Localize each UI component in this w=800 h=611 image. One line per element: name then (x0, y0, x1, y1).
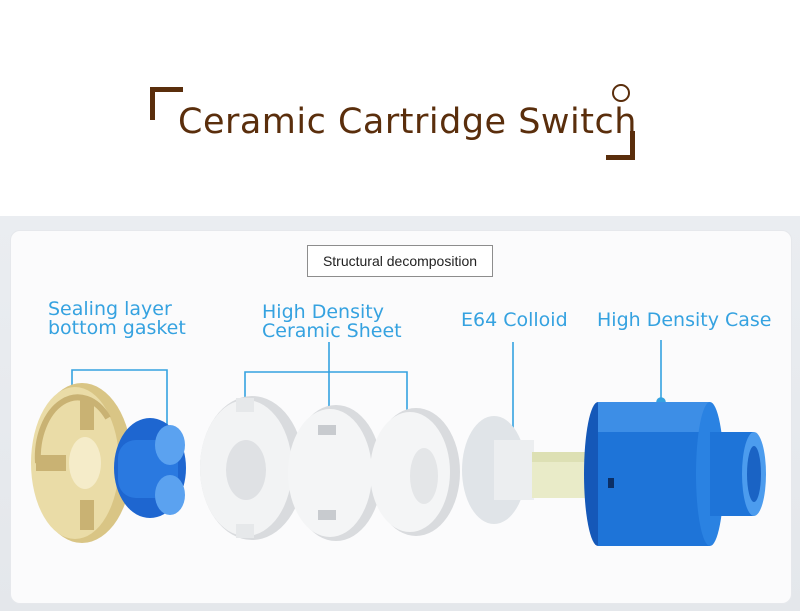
e64-colloid (462, 416, 602, 524)
label-ceramic-sheet: High Density Ceramic Sheet (262, 303, 402, 341)
corner-bracket-bottom-right (606, 131, 635, 160)
ceramic-disc-2 (288, 405, 382, 541)
sealing-gasket (31, 383, 132, 543)
corner-bracket-top-left (150, 87, 183, 120)
label-ceramic-line1: High Density (262, 301, 384, 323)
high-density-case (584, 402, 766, 546)
label-sealing-line2: bottom gasket (48, 317, 186, 339)
ceramic-disc-3 (370, 408, 460, 536)
title-band (0, 0, 800, 218)
blue-gasket (114, 418, 186, 518)
ring-ornament (612, 84, 630, 102)
label-sealing-line1: Sealing layer (48, 298, 172, 320)
structure-caption-box: Structural decomposition (307, 245, 493, 277)
label-ceramic-line2: Ceramic Sheet (262, 320, 402, 342)
label-colloid: E64 Colloid (461, 309, 568, 331)
label-sealing-layer: Sealing layer bottom gasket (48, 300, 186, 338)
label-case: High Density Case (597, 309, 772, 331)
page-title: Ceramic Cartridge Switch (178, 102, 637, 142)
ceramic-disc-1 (200, 396, 304, 540)
